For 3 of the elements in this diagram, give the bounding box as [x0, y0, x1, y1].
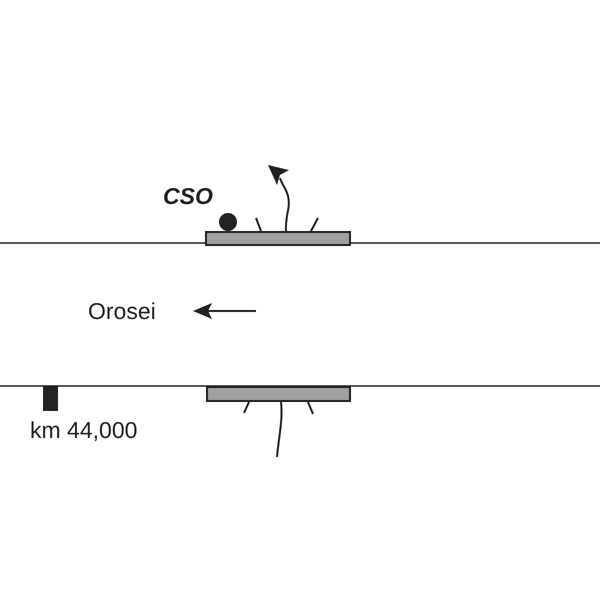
- direction-label: Orosei: [88, 300, 156, 323]
- overflow-label: CSO: [163, 185, 213, 208]
- kilometre-label: km 44,000: [30, 419, 138, 442]
